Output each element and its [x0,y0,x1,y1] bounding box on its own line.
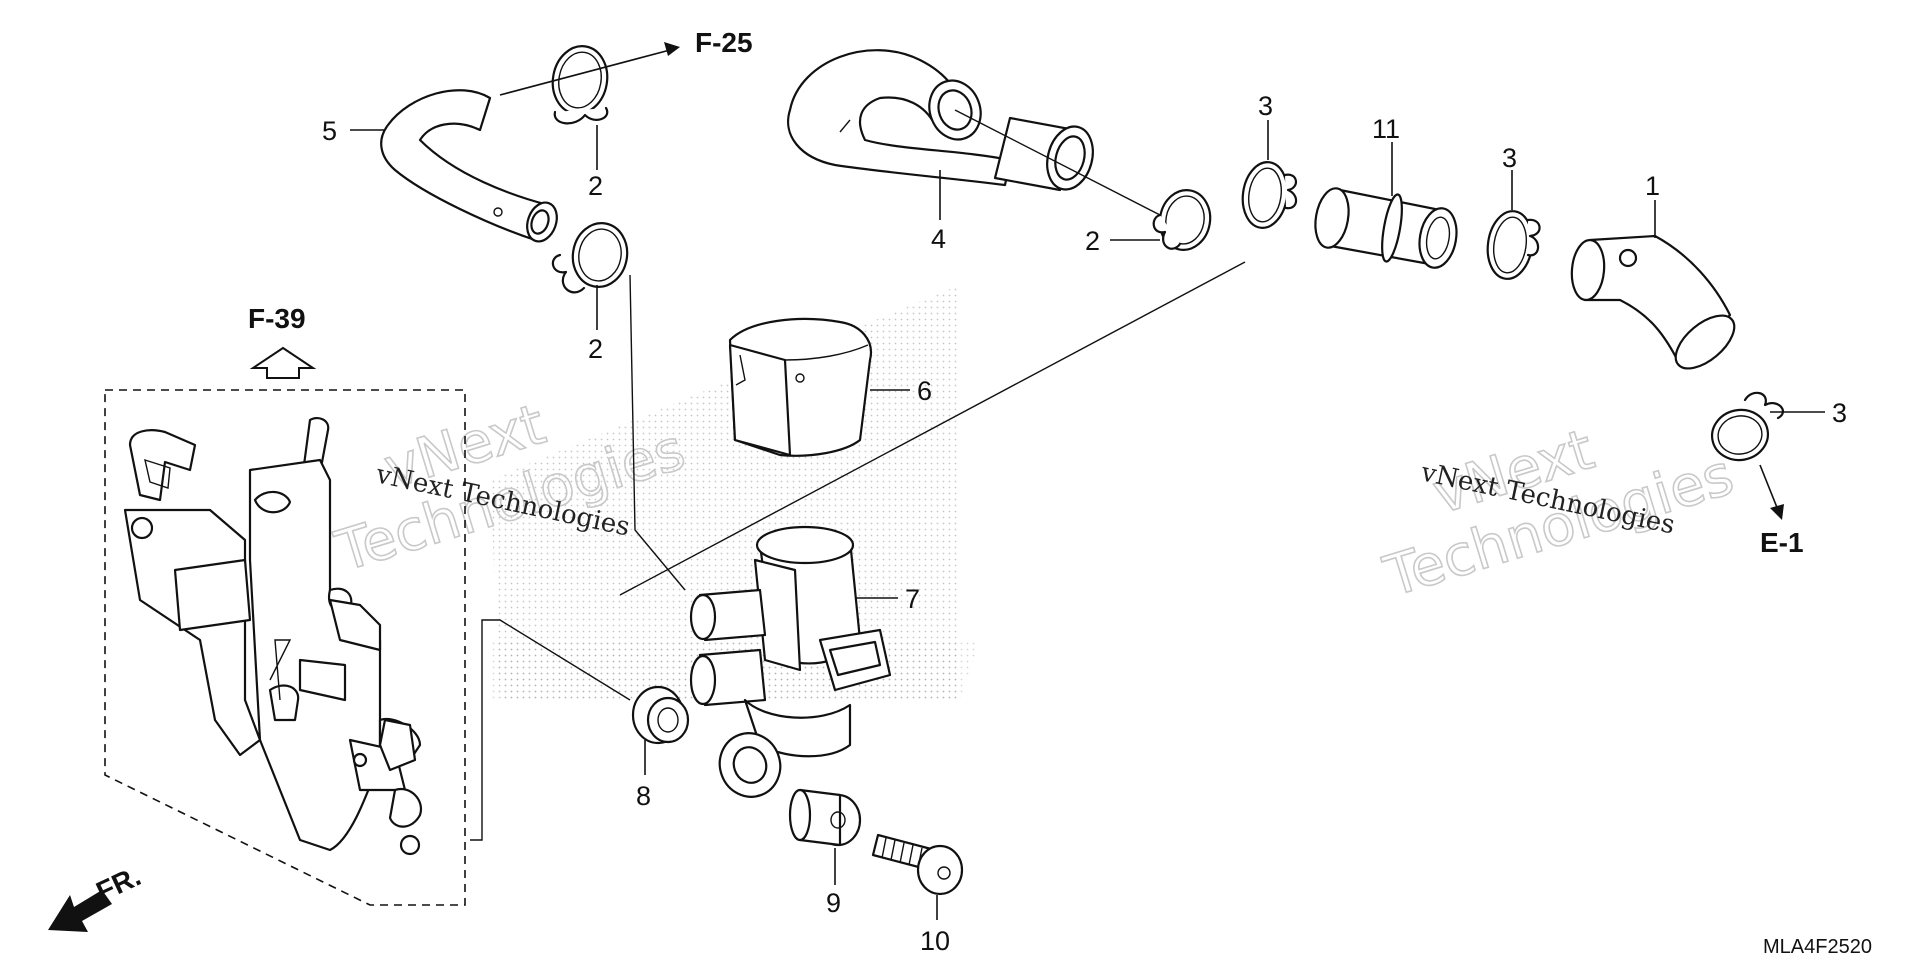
clamp-part-2-mid [551,222,629,294]
label-part-3-mid: 3 [1502,143,1517,173]
label-part-2-right: 2 [1085,226,1100,256]
collar-part-9 [788,788,862,847]
label-part-1: 1 [1645,171,1660,201]
clamp-part-2-top [551,45,609,125]
label-part-7: 7 [905,584,920,614]
clamp-part-3-bottom [1710,391,1784,462]
guide-line-bracket [470,619,631,841]
label-part-10: 10 [920,926,950,956]
bracket-dashed-box [104,389,466,906]
label-part-2-top: 2 [588,171,603,201]
cover-part-6 [728,317,873,457]
clamp-part-3-mid [1486,210,1541,280]
label-part-5: 5 [322,116,337,146]
ref-f39: F-39 [248,303,306,334]
label-part-11: 11 [1372,114,1400,144]
label-part-8: 8 [636,781,651,811]
leader-f25 [499,49,671,96]
label-part-9: 9 [826,888,841,918]
arrow-up-f39 [249,346,317,379]
label-part-3-bottom: 3 [1832,398,1847,428]
label-part-6: 6 [917,376,932,406]
arrow-e1 [1770,504,1784,520]
solenoid-valve-part-7 [689,525,892,798]
bracket-assembly [123,416,423,856]
diagram-code: MLA4F2520 [1763,936,1872,958]
ref-f25: F-25 [695,27,753,58]
label-part-2-mid: 2 [588,334,603,364]
arrow-front [48,890,112,932]
ref-e1: E-1 [1760,527,1804,558]
label-part-4: 4 [931,224,946,254]
clamp-part-3-top [1241,161,1298,229]
arrow-f25 [664,42,680,56]
guide-line-4 [954,109,1161,216]
clamp-part-2-right [1152,189,1212,251]
label-part-3-top: 3 [1258,91,1273,121]
elbow-part-1 [1570,234,1736,370]
hose-part-4 [787,49,1094,192]
guide-line-right [619,261,1246,596]
connector-part-11 [1314,187,1458,269]
grommet-part-8 [631,685,690,745]
leader-e1 [1759,464,1779,511]
bolt-part-10 [871,833,964,896]
hose-part-5 [380,89,558,243]
